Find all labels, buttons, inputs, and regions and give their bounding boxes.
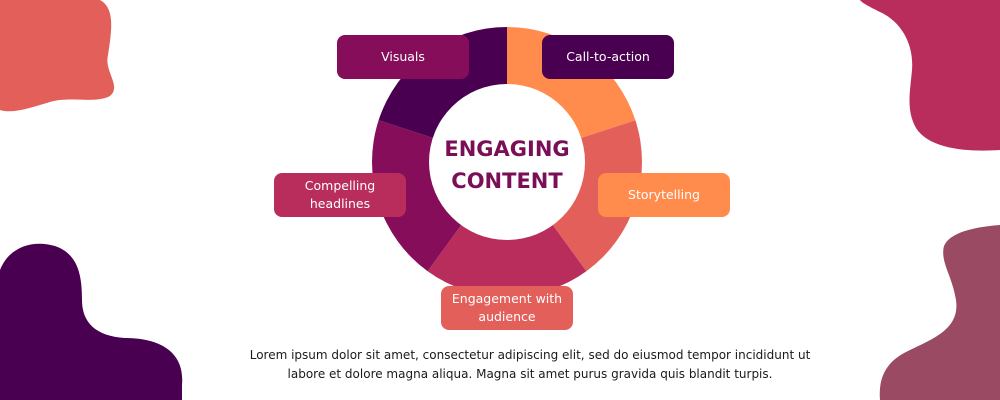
donut-segment-visuals xyxy=(378,27,507,141)
label-engagement-line-1: Engagement with xyxy=(451,291,563,306)
center-title-line-2: CONTENT xyxy=(451,169,563,193)
label-call-to-action-text: Call-to-action xyxy=(566,49,650,64)
center-title: ENGAGING CONTENT xyxy=(427,133,587,197)
label-storytelling-text: Storytelling xyxy=(628,187,700,202)
label-visuals[interactable]: Visuals xyxy=(337,35,469,79)
description-line-1: Lorem ipsum dolor sit amet, consectetur … xyxy=(249,348,811,362)
label-storytelling[interactable]: Storytelling xyxy=(598,173,730,217)
decorative-blob-top-right xyxy=(860,0,1000,151)
donut-segment-call-to-action xyxy=(507,27,636,141)
donut-segment-compelling-headlines xyxy=(372,120,466,272)
description-text: Lorem ipsum dolor sit amet, consectetur … xyxy=(200,346,860,384)
label-compelling-headlines[interactable]: Compelling headlines xyxy=(274,173,406,217)
label-engagement-line-2: audience xyxy=(478,309,536,324)
label-visuals-text: Visuals xyxy=(381,49,425,64)
donut-center-circle xyxy=(429,84,585,240)
donut-segment-storytelling xyxy=(548,120,642,272)
center-title-line-1: ENGAGING xyxy=(444,137,570,161)
decorative-blob-top-left xyxy=(0,0,115,112)
donut-segment-engagement-with-audience xyxy=(427,218,587,298)
decorative-blob-bottom-right xyxy=(879,225,1000,400)
label-compelling-headlines-line-2: headlines xyxy=(309,196,371,211)
label-call-to-action[interactable]: Call-to-action xyxy=(542,35,674,79)
decorative-blob-bottom-left xyxy=(0,243,183,400)
label-compelling-headlines-line-1: Compelling xyxy=(304,178,376,193)
label-engagement-with-audience[interactable]: Engagement with audience xyxy=(441,286,573,330)
description-line-2: labore et dolore magna aliqua. Magna sit… xyxy=(287,367,773,381)
